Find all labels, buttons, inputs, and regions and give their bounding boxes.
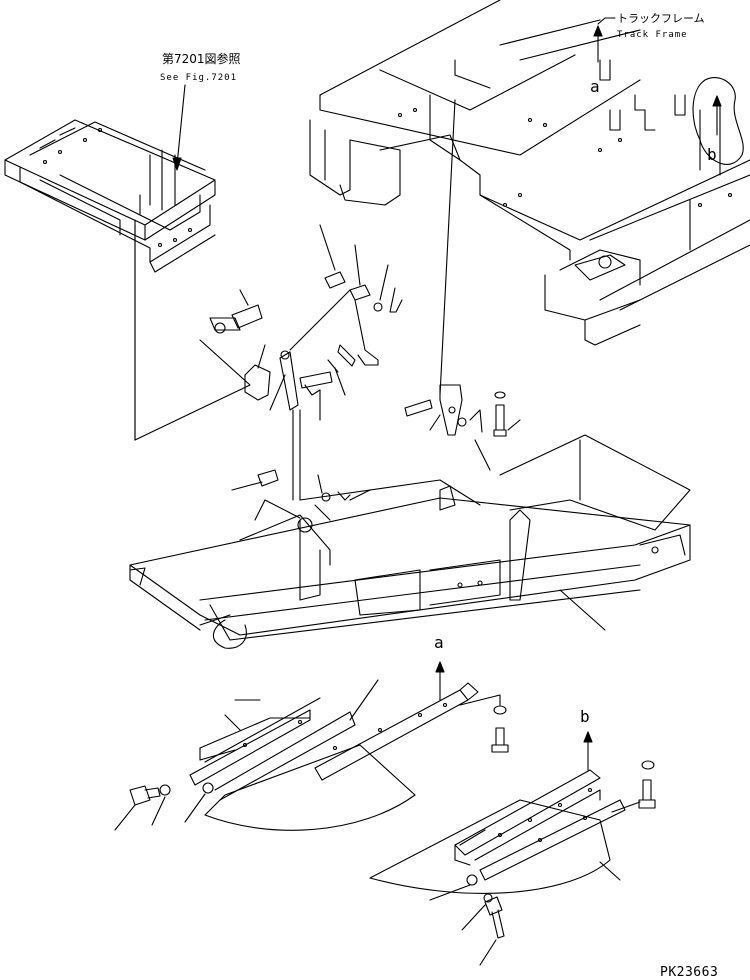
left-bolt-group (491, 705, 509, 753)
cover-plate-right (369, 731, 626, 901)
linkage-hardware (134, 219, 403, 501)
right-bolt-group (461, 760, 656, 966)
part-code: PK23663 (660, 965, 718, 980)
cover-plate-left (189, 679, 501, 831)
marker-b-bottom: b (580, 707, 590, 726)
reference-frame-assembly (4, 119, 216, 273)
detail-b-outline (692, 77, 744, 165)
track-frame-label-jp: トラックフレーム (617, 12, 705, 25)
marker-a-top: a (590, 77, 600, 96)
marker-a-bottom: a (434, 633, 444, 652)
conveyor-hardware (231, 469, 371, 521)
reference-label-en: See Fig.7201 (160, 73, 237, 83)
cover-plate-left-hardware (114, 661, 445, 831)
reference-leader (172, 84, 186, 171)
track-frame-label-en: Track Frame (617, 30, 688, 40)
bracket-hardware (404, 99, 521, 471)
marker-b-top: b (707, 145, 717, 164)
track-frame-leader (593, 17, 616, 63)
conveyor-assembly (129, 434, 691, 649)
track-frame-assembly (309, 0, 750, 346)
reference-label-jp: 第7201図参照 (162, 51, 241, 66)
